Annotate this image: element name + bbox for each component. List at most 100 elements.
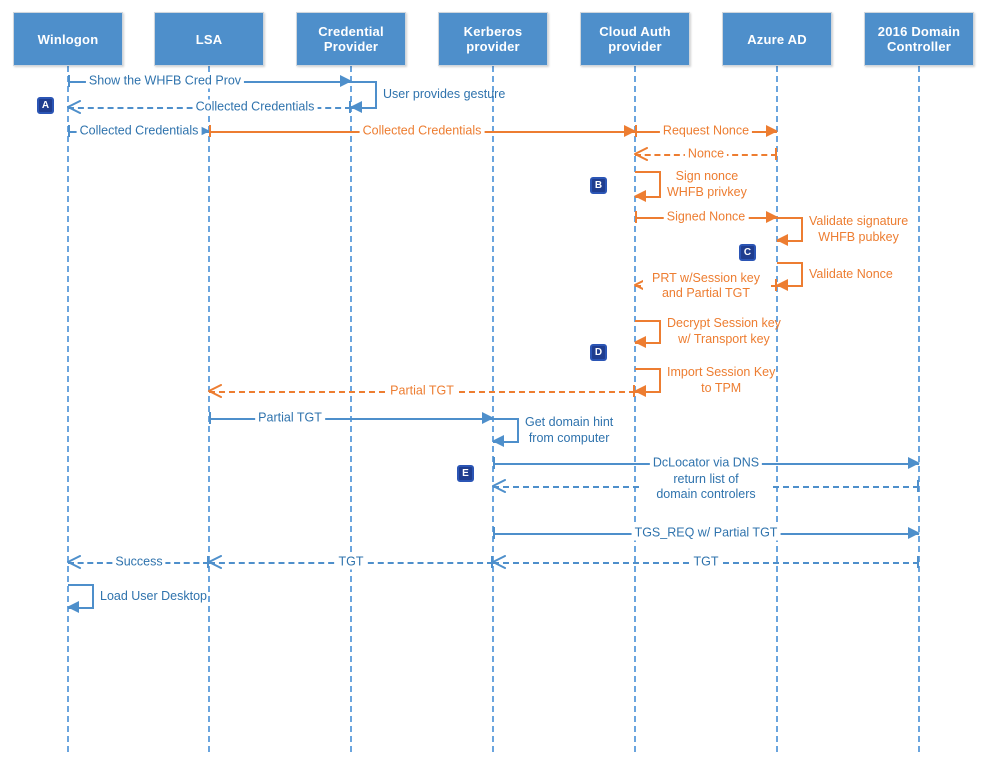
message-label-m3: Collected Credentials [76, 123, 202, 139]
message-tail-m4 [209, 125, 211, 137]
message-label-m15: TGT [335, 554, 367, 570]
self-loop-label-line-s8-0: Load User Desktop [100, 588, 208, 603]
self-loop-label-line-s1-0: User provides gesture [383, 87, 506, 101]
message-label-m10: Partial TGT [255, 410, 325, 426]
self-loop-top-s7 [493, 418, 519, 420]
actor-label-lsa: LSA [195, 31, 223, 47]
actor-label-winlogon: Winlogon [37, 31, 99, 47]
self-loop-top-s8 [68, 584, 94, 586]
message-label-m1: Show the WHFB Cred Prov [85, 73, 245, 89]
self-loop-arrowhead-s8 [67, 601, 79, 613]
message-label-m2: Collected Credentials [192, 99, 318, 115]
self-loop-label-line-s3-0: Validate signature [809, 213, 909, 228]
self-loop-s5 [634, 320, 661, 348]
self-loop-right-s7 [517, 418, 519, 441]
self-loop-bottom-s2 [635, 196, 661, 198]
step-marker-a: A [37, 97, 54, 114]
message-label-m5: Request Nonce [659, 123, 753, 139]
message-label-line-m12-0: return list of [673, 472, 739, 486]
actor-label-kerberos: Kerberos provider [463, 24, 523, 54]
self-loop-right-s1 [375, 81, 377, 107]
actor-label-cloudauth: Cloud Auth provider [599, 24, 671, 54]
message-label-m14: TGT [690, 554, 722, 570]
step-marker-d: D [590, 344, 607, 361]
lifeline-winlogon [67, 66, 69, 752]
self-loop-s4 [776, 262, 803, 291]
self-loop-label-line-s6-1: to TPM [701, 380, 742, 395]
message-tail-m16 [207, 556, 209, 568]
message-label-line-m8-1: and Partial TGT [661, 286, 750, 300]
self-loop-top-s4 [777, 262, 803, 264]
message-label-line-m8-0: PRT w/Session key [652, 271, 760, 285]
self-loop-arrowhead-s6 [634, 385, 646, 397]
self-loop-right-s4 [801, 262, 803, 285]
message-label-m11: DcLocator via DNS [649, 455, 763, 471]
message-label-m6: Nonce [684, 146, 728, 162]
self-loop-bottom-s4 [777, 285, 803, 287]
self-loop-arrowhead-s2 [634, 190, 646, 202]
self-loop-top-s2 [635, 171, 661, 173]
self-loop-top-s1 [351, 81, 377, 83]
actor-box-cloudauth: Cloud Auth provider [580, 12, 690, 66]
self-loop-bottom-s1 [351, 107, 377, 109]
actor-box-lsa: LSA [154, 12, 264, 66]
step-marker-b: B [590, 177, 607, 194]
self-loop-label-s4: Validate Nonce [809, 266, 893, 282]
arrowhead-m4 [624, 125, 636, 137]
message-tail-m15 [491, 556, 493, 568]
message-label-m4: Collected Credentials [359, 123, 485, 139]
message-tail-m11 [493, 457, 495, 469]
self-loop-bottom-s8 [68, 607, 94, 609]
self-loop-label-line-s7-0: Get domain hint [525, 414, 614, 429]
message-tail-m14 [917, 556, 919, 568]
self-loop-arrowhead-s1 [350, 101, 362, 113]
message-line-m10 [209, 418, 493, 420]
self-loop-s1 [350, 81, 377, 113]
actor-box-kerberos: Kerberos provider [438, 12, 548, 66]
self-loop-top-s6 [635, 368, 661, 370]
self-loop-label-line-s7-1: from computer [528, 430, 610, 445]
actor-label-azuread: Azure AD [747, 31, 807, 47]
self-loop-bottom-s5 [635, 342, 661, 344]
message-label-m16: Success [112, 554, 166, 570]
self-loop-top-s3 [777, 217, 803, 219]
step-marker-e: E [457, 465, 474, 482]
message-label-m9: Partial TGT [387, 383, 457, 399]
lifeline-credprov [350, 66, 352, 752]
self-loop-right-s5 [659, 320, 661, 342]
arrowhead-m10 [482, 412, 494, 424]
self-loop-label-line-s2-0: Sign nonce [675, 168, 739, 183]
self-loop-s6 [634, 368, 661, 397]
lifeline-cloudauth [634, 66, 636, 752]
self-loop-label-s8: Load User Desktop [100, 588, 207, 604]
self-loop-bottom-s7 [493, 441, 519, 443]
self-loop-bottom-s6 [635, 391, 661, 393]
message-tail-m1 [68, 75, 70, 87]
self-loop-label-line-s6-0: Import Session Key [667, 364, 776, 379]
self-loop-top-s5 [635, 320, 661, 322]
arrowhead-m13 [908, 527, 920, 539]
arrowhead-m1 [340, 75, 352, 87]
self-loop-arrowhead-s3 [776, 234, 788, 246]
self-loop-right-s8 [92, 584, 94, 607]
lifeline-azuread [776, 66, 778, 752]
message-tail-m6 [775, 148, 777, 160]
lifeline-kerberos [492, 66, 494, 752]
message-tail-m3 [68, 125, 70, 137]
step-marker-c: C [739, 244, 756, 261]
actor-box-winlogon: Winlogon [13, 12, 123, 66]
self-loop-s7 [492, 418, 519, 447]
message-label-m7: Signed Nonce [663, 209, 749, 225]
self-loop-s3 [776, 217, 803, 246]
message-tail-m13 [493, 527, 495, 539]
self-loop-right-s3 [801, 217, 803, 240]
self-loop-s2 [634, 171, 661, 202]
actor-box-dc2016: 2016 Domain Controller [864, 12, 974, 66]
